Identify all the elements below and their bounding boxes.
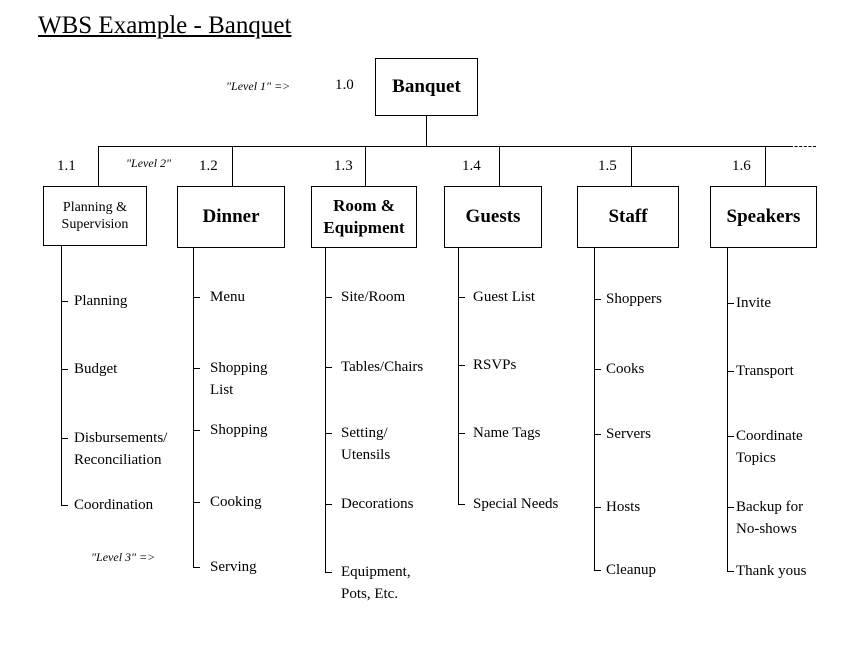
- branch-speakers-item-tick-line: [727, 507, 734, 508]
- branch-room-item-tick-line: [325, 433, 332, 434]
- branch-planning-label: Planning &Supervision: [61, 200, 129, 232]
- branch-staff-item-tick-line: [594, 570, 601, 571]
- branch-room-item-tick-line: [325, 504, 332, 505]
- branch-node-room: Room &Equipment: [311, 186, 417, 248]
- branch-dinner-connector-line: [232, 146, 233, 186]
- branch-speakers-item-tick-line: [727, 571, 734, 572]
- branch-staff-spine-line: [594, 248, 595, 570]
- branch-room-label: Room &Equipment: [323, 196, 405, 237]
- branch-dinner-item-tick-line: [193, 502, 200, 503]
- branch-speakers-item: Invite: [736, 295, 771, 311]
- branch-room-number: 1.3: [334, 158, 353, 174]
- branch-room-item-tick-line: [325, 572, 332, 573]
- branch-guests-item: Special Needs: [473, 496, 559, 512]
- branch-speakers-item: Transport: [736, 363, 794, 379]
- branch-speakers-spine-line: [727, 248, 728, 571]
- level-2-annotation: "Level 2": [126, 156, 172, 170]
- root-label: Banquet: [392, 76, 461, 97]
- branch-planning-item: Disbursements/Reconciliation: [74, 430, 168, 468]
- branch-guests-item: RSVPs: [473, 357, 517, 373]
- level-1-annotation: "Level 1" =>: [226, 79, 291, 93]
- level-3-annotation: "Level 3" =>: [91, 550, 156, 564]
- branch-staff-item: Servers: [606, 426, 651, 442]
- branch-dinner-item-tick-line: [193, 297, 200, 298]
- branch-node-staff: Staff: [577, 186, 679, 248]
- branch-planning-spine-line: [61, 246, 62, 505]
- branch-dinner-item: Shopping: [210, 422, 268, 438]
- branch-guests-item-tick-line: [458, 365, 465, 366]
- branch-room-item: Equipment,Pots, Etc.: [341, 564, 411, 602]
- branch-staff-item-tick-line: [594, 369, 601, 370]
- branch-guests-number: 1.4: [462, 158, 481, 174]
- branch-node-guests: Guests: [444, 186, 542, 248]
- branch-dinner-spine-line: [193, 248, 194, 567]
- branch-staff-item: Cooks: [606, 361, 645, 377]
- branch-room-connector-line: [365, 146, 366, 186]
- branch-planning-item: Budget: [74, 361, 118, 377]
- branch-planning-item: Planning: [74, 293, 128, 309]
- level-2-bar-line: [98, 146, 790, 147]
- branch-speakers-item-tick-line: [727, 436, 734, 437]
- branch-room-item-tick-line: [325, 297, 332, 298]
- branch-staff-item-tick-line: [594, 299, 601, 300]
- branch-planning-connector-line: [98, 146, 99, 186]
- branch-speakers-item: Thank yous: [736, 563, 807, 579]
- branch-planning-item-tick-line: [61, 438, 68, 439]
- page-title: WBS Example - Banquet: [38, 12, 292, 39]
- branch-node-dinner: Dinner: [177, 186, 285, 248]
- branch-staff-item-tick-line: [594, 434, 601, 435]
- branch-room-item: Decorations: [341, 496, 414, 512]
- branch-dinner-item-tick-line: [193, 430, 200, 431]
- branch-speakers-connector-line: [765, 146, 766, 186]
- branch-dinner-item: Menu: [210, 289, 245, 305]
- branch-room-item-tick-line: [325, 367, 332, 368]
- branch-dinner-item-tick-line: [193, 368, 200, 369]
- branch-planning-item-tick-line: [61, 301, 68, 302]
- branch-guests-label: Guests: [465, 206, 521, 227]
- branch-dinner-item-tick-line: [193, 567, 200, 568]
- branch-guests-item-tick-line: [458, 504, 465, 505]
- branch-staff-item: Cleanup: [606, 562, 656, 578]
- branch-dinner-number: 1.2: [199, 158, 218, 174]
- branch-dinner-item: Serving: [210, 559, 257, 575]
- branch-planning-item: Coordination: [74, 497, 154, 513]
- branch-guests-item: Guest List: [473, 289, 536, 305]
- branch-room-item: Setting/Utensils: [341, 425, 391, 463]
- branch-dinner-item: Cooking: [210, 494, 262, 510]
- branch-staff-item-tick-line: [594, 507, 601, 508]
- branch-staff-number: 1.5: [598, 158, 617, 174]
- branch-room-item: Site/Room: [341, 289, 406, 305]
- branch-dinner-label: Dinner: [202, 206, 260, 227]
- branch-planning-item-tick-line: [61, 369, 68, 370]
- branch-guests-connector-line: [499, 146, 500, 186]
- branch-speakers-number: 1.6: [732, 158, 751, 174]
- branch-guests-item: Name Tags: [473, 425, 541, 441]
- branch-staff-item: Hosts: [606, 499, 641, 515]
- branch-guests-item-tick-line: [458, 297, 465, 298]
- root-number: 1.0: [335, 77, 354, 93]
- branch-staff-connector-line: [631, 146, 632, 186]
- branch-room-spine-line: [325, 248, 326, 572]
- branch-speakers-label: Speakers: [726, 206, 801, 227]
- branch-room-item: Tables/Chairs: [341, 359, 424, 375]
- level-2-bar-continuation-line: [790, 146, 816, 147]
- root-connector-line: [426, 116, 427, 146]
- branch-speakers-item-tick-line: [727, 371, 734, 372]
- root-node-banquet: Banquet: [375, 58, 478, 116]
- branch-staff-item: Shoppers: [606, 291, 662, 307]
- branch-node-speakers: Speakers: [710, 186, 817, 248]
- branch-staff-label: Staff: [608, 206, 648, 227]
- branch-node-planning: Planning &Supervision: [43, 186, 147, 246]
- branch-guests-item-tick-line: [458, 433, 465, 434]
- branch-planning-number: 1.1: [57, 158, 76, 174]
- branch-planning-item-tick-line: [61, 505, 68, 506]
- branch-guests-spine-line: [458, 248, 459, 504]
- branch-speakers-item-tick-line: [727, 303, 734, 304]
